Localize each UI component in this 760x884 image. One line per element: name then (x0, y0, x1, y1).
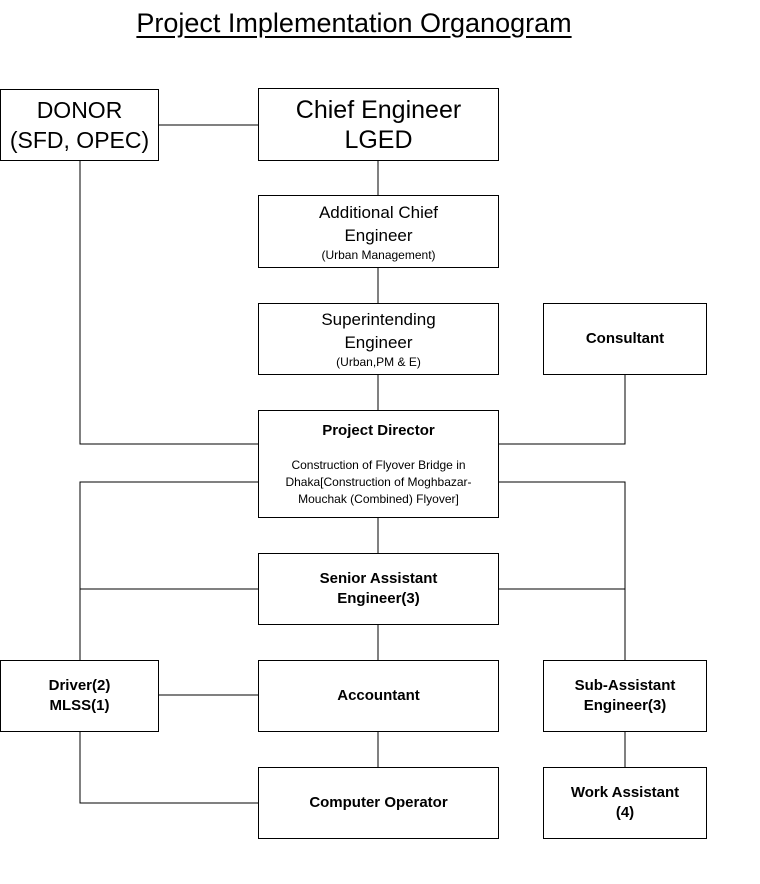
chief-engineer-sublabel: LGED (344, 125, 413, 154)
consultant-box: Consultant (543, 303, 707, 375)
project-director-desc-line-3: Mouchak (Combined) Flyover] (298, 492, 459, 506)
accountant-box: Accountant (258, 660, 499, 732)
senior-assistant-engineer-label: Senior Assistant (319, 570, 438, 587)
project-director-description: Construction of Flyover Bridge in Dhaka[… (281, 457, 475, 508)
consultant-label: Consultant (585, 330, 665, 347)
project-director-desc-line-2: Dhaka[Construction of Moghbazar- (285, 475, 472, 489)
superintending-engineer-label-2: Engineer (344, 333, 413, 352)
donor-label: DONOR (36, 97, 123, 123)
mlss-label: MLSS(1) (49, 697, 110, 714)
additional-chief-engineer-box: Additional Chief Engineer (Urban Managem… (258, 195, 499, 268)
additional-chief-engineer-unit: (Urban Management) (321, 247, 436, 262)
chief-engineer-box: Chief Engineer LGED (258, 88, 499, 161)
chief-engineer-label: Chief Engineer (295, 95, 462, 124)
project-director-box: Project Director Construction of Flyover… (258, 410, 499, 518)
sub-assistant-engineer-box: Sub-Assistant Engineer(3) (543, 660, 707, 732)
diagram-title: Project Implementation Organogram (136, 8, 572, 38)
donor-sublabel: (SFD, OPEC) (9, 127, 150, 153)
work-assistant-count: (4) (615, 804, 635, 821)
donor-box: DONOR (SFD, OPEC) (0, 89, 159, 161)
accountant-label: Accountant (337, 687, 420, 704)
superintending-engineer-unit: (Urban,PM & E) (336, 355, 421, 369)
superintending-engineer-label: Superintending (321, 310, 436, 329)
work-assistant-box: Work Assistant (4) (543, 767, 707, 839)
superintending-engineer-box: Superintending Engineer (Urban,PM & E) (258, 303, 499, 375)
project-director-label: Project Director (322, 422, 435, 439)
driver-mlss-box: Driver(2) MLSS(1) (0, 660, 159, 732)
sub-assistant-engineer-label: Sub-Assistant (574, 677, 676, 694)
senior-assistant-engineer-box: Senior Assistant Engineer(3) (258, 553, 499, 625)
sub-assistant-engineer-count: Engineer(3) (583, 697, 667, 714)
additional-chief-engineer-label: Additional Chief (318, 202, 439, 222)
computer-operator-label: Computer Operator (309, 794, 448, 811)
driver-label: Driver(2) (48, 677, 111, 694)
senior-assistant-engineer-count: Engineer(3) (337, 590, 420, 607)
computer-operator-box: Computer Operator (258, 767, 499, 839)
additional-chief-engineer-label-2: Engineer (344, 225, 413, 245)
work-assistant-label: Work Assistant (570, 784, 680, 801)
project-director-desc-line-1: Construction of Flyover Bridge in (291, 458, 466, 472)
